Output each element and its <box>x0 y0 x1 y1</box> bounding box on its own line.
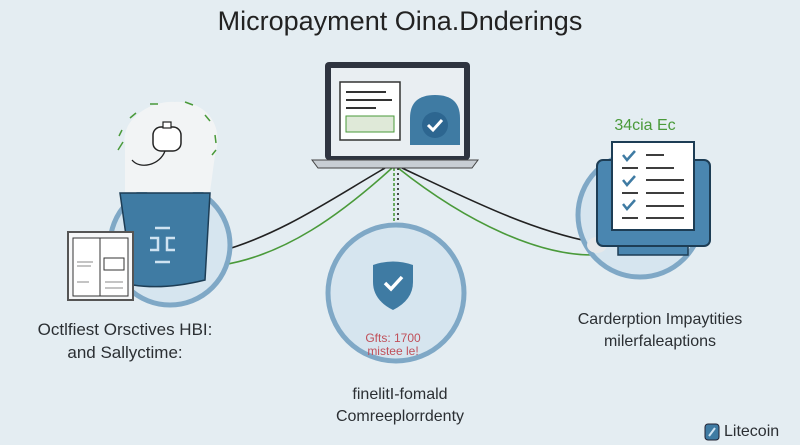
left-caption-line2: and Sallyctime: <box>67 343 183 362</box>
right-caption-line1: Carderption Impaytities <box>577 311 743 328</box>
brand-name: Litecoin <box>724 423 780 440</box>
left-caption-line1: Octlfiest Orsctives HBI: <box>37 320 213 339</box>
center-badge-line1: Gfts: 1700 <box>365 331 421 345</box>
left-node <box>67 101 233 308</box>
center-caption-line1: finelitI-fomald <box>352 386 448 403</box>
center-caption-line2: Comreeplorrdenty <box>335 408 465 425</box>
tablet-icon <box>67 231 134 301</box>
cup-icon <box>119 192 211 288</box>
right-caption-line2: milerfaleaptions <box>603 333 717 350</box>
center-badge-line2: mistee le! <box>367 344 419 358</box>
right-node <box>575 141 711 280</box>
center-node <box>325 222 467 364</box>
plug-icon <box>152 126 182 152</box>
laptop-icon <box>311 62 479 169</box>
connector-lines <box>217 167 593 266</box>
litecoin-logo-icon <box>704 423 720 441</box>
page-title: Micropayment Oina.Dnderings <box>217 6 583 36</box>
right-heading: 34cia Ec <box>614 117 676 134</box>
